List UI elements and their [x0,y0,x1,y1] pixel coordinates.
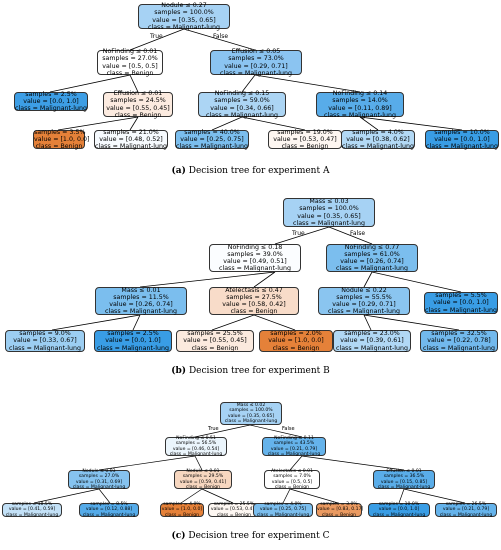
caption-a: (a) Decision tree for experiment A [171,166,330,176]
tree-node: samples = 25.5%value = [0.55, 0.45]class… [176,330,254,352]
tree-c-edges [33,424,466,504]
caption-c: (c) Decision tree for experiment C [171,531,330,541]
tree-node: samples = 40.0%value = [0.25, 0.75]class… [175,128,249,151]
false-branch-label: False [213,33,229,40]
tree-node: samples = 9.0%value = [0.33, 0.67]class … [5,330,85,352]
true-branch-label: True [208,426,219,432]
tree-node: samples = 4.0%value = [0.25, 0.75]class … [253,502,313,518]
tree-node: samples = 25.5%value = [0.53, 0.47]class… [208,502,260,518]
tree-node: samples = 2.0%value = [1.0, 0.0]class = … [259,330,333,352]
tree-node: samples = 2.5%value = [0.0, 1.0]class = … [14,90,88,113]
tree-node: samples = 10.0%value = [0.0, 1.0]class =… [425,128,499,151]
tree-node: samples = 26.5%value = [0.21, 0.79]class… [435,502,497,518]
tree-node: samples = 19.0%value = [0.53, 0.47]class… [268,129,342,150]
tree-node: samples = 18.5%value = [0.41, 0.59]class… [2,502,62,518]
tree-node: samples = 3.5%value = [1.0, 0.0]class = … [33,128,90,151]
tree-node: samples = 5.5%value = [0.0, 1.0]class = … [424,292,498,314]
caption-b: (b) Decision tree for experiment B [171,366,330,376]
tree-node: samples = 21.0%value = [0.48, 0.52]class… [94,128,168,151]
tree-node: samples = 32.5%value = [0.22, 0.78]class… [420,330,498,352]
tree-node: samples = 8.5%value = [0.12, 0.88]class … [79,502,139,518]
tree-node: samples = 23.0%value = [0.39, 0.61]class… [333,330,411,352]
tree-node: samples = 10.0%value = [0.0, 1.0]class =… [368,502,430,518]
true-branch-label: True [150,33,163,40]
tree-node: samples = 4.0%value = [1.0, 0.0]class = … [160,502,204,518]
tree-node: samples = 4.0%value = [0.38, 0.62]class … [341,128,415,151]
true-branch-label: True [292,230,305,237]
tree-b-edges [51,226,462,331]
tree-node: samples = 3.0%value = [0.83, 0.17]class … [316,502,364,518]
tree-node: samples = 2.5%value = [0.0, 1.0]class = … [94,330,172,352]
false-branch-label: False [282,426,295,432]
tree-a-edges [49,28,463,131]
false-branch-label: False [350,230,366,237]
